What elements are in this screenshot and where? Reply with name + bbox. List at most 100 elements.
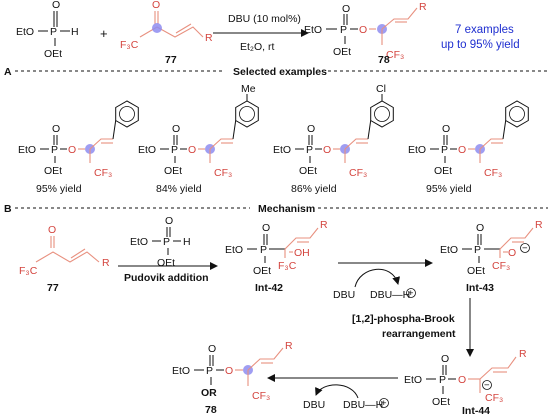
pudovik-reagent: O EtO P H OEt: [130, 215, 191, 269]
product-cf3: CF₃: [386, 49, 404, 61]
example-yield: 95% yield: [426, 183, 472, 195]
example-o-top: O: [172, 123, 180, 135]
int43-o-top: O: [476, 222, 484, 234]
pudovik-o: O: [165, 215, 173, 227]
start-o: O: [48, 224, 56, 236]
example-eto: EtO: [18, 144, 36, 156]
plus-charge-sign: +: [408, 288, 414, 299]
section-b-title: Mechanism: [258, 203, 315, 215]
product-p: P: [340, 24, 347, 36]
final-p: P: [206, 365, 213, 377]
section-b-letter: B: [4, 203, 12, 215]
conditions-top: DBU (10 mol%): [228, 13, 301, 25]
example-o: O: [188, 144, 196, 156]
int44-r: R: [519, 348, 527, 360]
example-substituent: Cl: [376, 83, 386, 95]
example-phenyl-ring: [505, 100, 529, 128]
reagent-oet: OEt: [44, 48, 62, 60]
top-reaction: O EtO P H OEt + O F₃C R 77 DBU (10 mol%): [16, 0, 520, 66]
int42-eto: EtO: [225, 244, 243, 256]
final-cf3: CF₃: [252, 390, 270, 402]
dbu-label: DBU: [333, 289, 355, 301]
int43-eto: EtO: [440, 244, 458, 256]
rearrangement-line2: rearrangement: [382, 328, 456, 340]
example-eto: EtO: [273, 144, 291, 156]
product-eto: EtO: [304, 24, 322, 36]
int42-r: R: [320, 219, 328, 231]
section-b: B Mechanism O F₃C R 77 O EtO P H OEt: [4, 203, 548, 416]
product-r: R: [419, 1, 427, 13]
product-o-top: O: [342, 3, 350, 15]
enone-f3c: F₃C: [120, 39, 139, 51]
enone-o: O: [152, 0, 160, 11]
example-substituent: Me: [241, 83, 256, 95]
reagent-eto: EtO: [16, 26, 34, 38]
int43-p: P: [474, 244, 481, 256]
example-eto: EtO: [138, 144, 156, 156]
int44-o: O: [458, 374, 466, 386]
product-o: O: [359, 24, 367, 36]
final-product-78: O EtO P O OR CF₃ R 78: [172, 340, 293, 416]
dbu-regenerated: DBU: [303, 399, 325, 411]
example-oet: OEt: [299, 165, 317, 177]
plus-sign: +: [100, 26, 108, 41]
int43-oet: OEt: [467, 265, 485, 277]
example-o: O: [68, 144, 76, 156]
start-label: 77: [47, 282, 59, 294]
enone-label: 77: [165, 54, 177, 66]
int42-o: O: [262, 222, 270, 234]
int-44: O EtO P O OEt − CF₃ R Int-44: [404, 348, 527, 416]
example-phenyl-ring: [370, 100, 394, 128]
phosphite-reagent: O EtO P H OEt: [16, 0, 79, 60]
summary-yield: up to 95% yield: [441, 39, 520, 51]
section-a-letter: A: [4, 66, 12, 78]
final-o: O: [225, 365, 233, 377]
pudovik-h: H: [183, 236, 191, 248]
int44-o-top: O: [441, 353, 449, 365]
dbu-h-curved-arrow: [315, 384, 359, 399]
example-cf3: CF₃: [349, 167, 367, 179]
start-r: R: [102, 257, 110, 269]
int44-p: P: [439, 374, 446, 386]
example-phenyl-ring: [115, 100, 139, 128]
example-cf3: CF₃: [484, 167, 502, 179]
int-43: O EtO P OEt O − CF₃ R Int-43: [440, 219, 543, 294]
reagent-h: H: [71, 26, 79, 38]
int42-label: Int-42: [255, 282, 283, 294]
int43-r: R: [535, 219, 543, 231]
int43-label: Int-43: [466, 282, 494, 294]
final-eto: EtO: [172, 365, 190, 377]
pudovik-eto: EtO: [130, 236, 148, 248]
conditions-bottom: Et₂O, rt: [240, 41, 274, 53]
example-cf3: CF₃: [214, 167, 232, 179]
mechanism-start-77: O F₃C R 77: [19, 224, 110, 294]
int44-cf3: CF₃: [485, 392, 503, 404]
example-yield: 95% yield: [36, 183, 82, 195]
product-label: 78: [378, 54, 390, 66]
rearrangement-line1: [1,2]-phospha-Brook: [352, 313, 455, 325]
int42-p: P: [260, 244, 267, 256]
int44-eto: EtO: [404, 374, 422, 386]
start-f3c: F₃C: [19, 265, 38, 277]
example-cf3: CF₃: [94, 167, 112, 179]
example-eto: EtO: [408, 144, 426, 156]
int42-oh: OH: [294, 247, 310, 259]
example-yield: 86% yield: [291, 183, 337, 195]
int44-label: Int-44: [462, 405, 490, 416]
enone-77: O F₃C R 77: [120, 0, 213, 66]
final-r: R: [285, 340, 293, 352]
section-a-title: Selected examples: [233, 66, 327, 78]
minus-charge-sign: −: [522, 243, 528, 254]
int44-oet: OEt: [432, 396, 450, 408]
int42-oet: OEt: [253, 265, 271, 277]
product-oet: OEt: [333, 46, 351, 58]
example-o-top: O: [307, 123, 315, 135]
reactive-carbon-marker: [152, 23, 162, 33]
plus-charge: [379, 398, 389, 408]
plus-charge-sign: +: [381, 398, 387, 409]
final-label: 78: [205, 404, 217, 416]
